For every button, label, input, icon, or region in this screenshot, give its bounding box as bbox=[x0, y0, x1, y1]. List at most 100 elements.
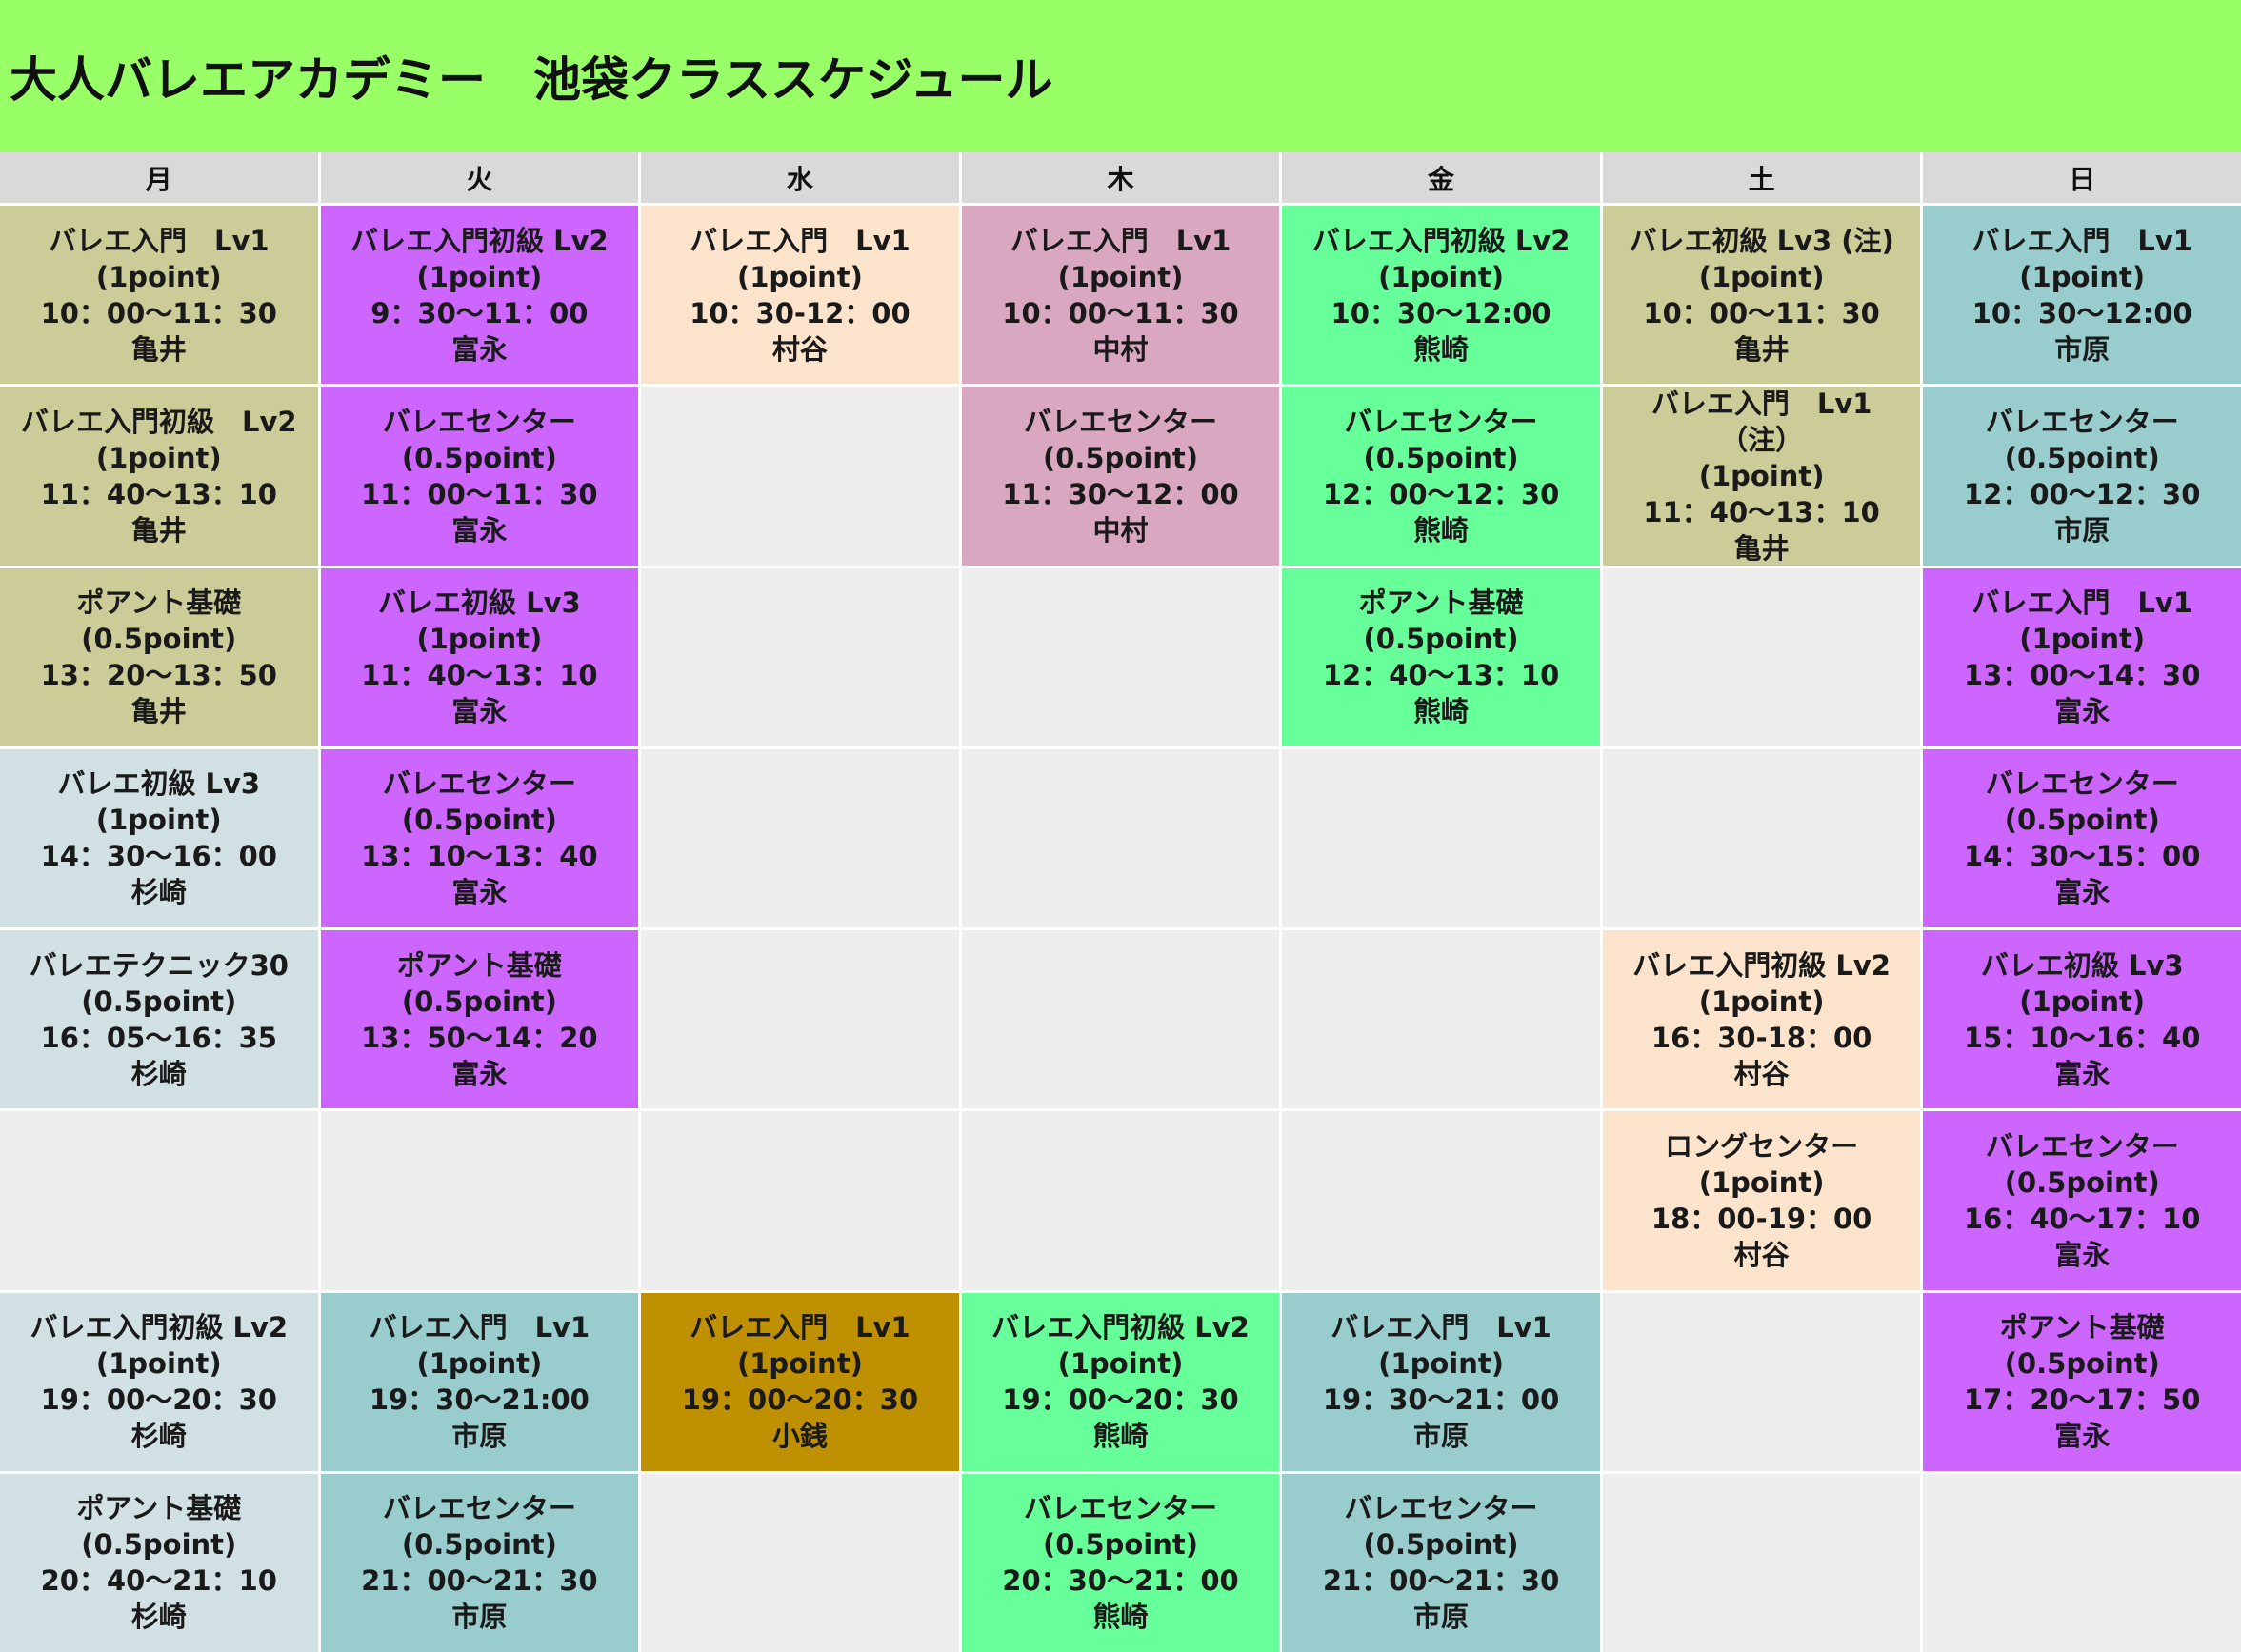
class-line: 村谷 bbox=[1733, 1057, 1790, 1090]
class-line: (1point) bbox=[1698, 985, 1825, 1018]
class-line: (1point) bbox=[95, 1347, 222, 1381]
class-line: 13：10〜13：40 bbox=[361, 840, 598, 873]
class-line: 10：30〜12:00 bbox=[1331, 296, 1551, 329]
class-line: (1point) bbox=[95, 441, 222, 474]
empty-cell bbox=[0, 1111, 318, 1290]
class-line: (0.5point) bbox=[401, 1528, 557, 1562]
class-line: 19：00〜20：30 bbox=[1002, 1383, 1239, 1417]
class-line: 17：20〜17：50 bbox=[1963, 1383, 2201, 1417]
class-line: 富永 bbox=[2054, 1238, 2111, 1271]
class-line: バレエセンター bbox=[1985, 767, 2179, 801]
empty-cell bbox=[1923, 1473, 2241, 1652]
class-line: バレエ入門 Lv1 bbox=[1971, 587, 2192, 620]
class-line: ポアント基礎 bbox=[1358, 587, 1524, 620]
class-line: 村谷 bbox=[771, 332, 828, 366]
class-line: 19：00〜20：30 bbox=[681, 1383, 919, 1417]
class-line: 9：30〜11：00 bbox=[370, 296, 589, 329]
class-line: バレエ初級 Lv3 bbox=[1980, 948, 2184, 982]
class-line: 富永 bbox=[2054, 1057, 2111, 1090]
class-line: (1point) bbox=[2019, 623, 2146, 656]
class-line: 11：00〜11：30 bbox=[361, 477, 598, 510]
empty-cell bbox=[1282, 748, 1600, 927]
class-line: 富永 bbox=[451, 332, 508, 366]
class-line: (1point) bbox=[416, 1347, 543, 1381]
class-line: バレエセンター bbox=[1023, 1492, 1217, 1525]
class-line: (0.5point) bbox=[2004, 1347, 2160, 1381]
day-header: 水 bbox=[641, 152, 959, 203]
class-line: 19：30〜21：00 bbox=[1322, 1383, 1560, 1417]
empty-cell bbox=[1602, 748, 1921, 927]
class-line: バレエ入門 Lv1 bbox=[1010, 224, 1231, 257]
class-line: (0.5point) bbox=[1363, 623, 1519, 656]
class-line: 20：40〜21：10 bbox=[40, 1564, 277, 1598]
class-line: 10：30〜12:00 bbox=[1971, 296, 2192, 329]
page-title: 大人バレエアカデミー 池袋クラススケジュール bbox=[0, 0, 2241, 152]
class-line: バレエ入門初級 Lv2 bbox=[350, 224, 609, 257]
class-line: 富永 bbox=[451, 695, 508, 728]
day-header: 木 bbox=[961, 152, 1280, 203]
class-line: ポアント基礎 bbox=[76, 1492, 242, 1525]
empty-cell bbox=[1602, 1473, 1921, 1652]
class-line: (0.5point) bbox=[81, 1528, 237, 1562]
class-line: 21：00〜21：30 bbox=[1322, 1564, 1560, 1598]
class-line: 19：00〜20：30 bbox=[40, 1383, 277, 1417]
class-line: 21：00〜21：30 bbox=[361, 1564, 598, 1598]
class-line: ポアント基礎 bbox=[396, 948, 562, 982]
class-line: (1point) bbox=[1057, 1347, 1184, 1381]
class-line: 13：50〜14：20 bbox=[361, 1021, 598, 1054]
class-line: (1point) bbox=[1698, 1165, 1825, 1199]
class-line: (0.5point) bbox=[401, 804, 557, 837]
day-header: 火 bbox=[320, 152, 639, 203]
class-line: 熊崎 bbox=[1092, 1420, 1149, 1453]
class-line: 市原 bbox=[2054, 332, 2111, 366]
empty-cell bbox=[961, 748, 1280, 927]
class-line: 中村 bbox=[1092, 332, 1149, 366]
class-line: 10：30-12：00 bbox=[690, 296, 910, 329]
class-line: 11：30〜12：00 bbox=[1002, 477, 1239, 510]
class-line: 10：00〜11：30 bbox=[1002, 296, 1239, 329]
class-line: 19：30〜21:00 bbox=[369, 1383, 590, 1417]
class-line: 富永 bbox=[2054, 695, 2111, 728]
class-line: (0.5point) bbox=[1042, 1528, 1198, 1562]
class-line: (1point) bbox=[2019, 260, 2146, 293]
class-line: 市原 bbox=[451, 1601, 508, 1634]
class-line: バレエ初級 Lv3 bbox=[57, 767, 261, 801]
class-line: バレエセンター bbox=[1344, 1492, 1538, 1525]
class-line: 小銭 bbox=[771, 1420, 828, 1453]
class-line: バレエ入門 Lv1 bbox=[1331, 1311, 1551, 1344]
class-line: 中村 bbox=[1092, 513, 1149, 547]
class-line: 14：30〜15：00 bbox=[1963, 840, 2201, 873]
class-line: バレエセンター bbox=[382, 767, 576, 801]
class-line: 20：30〜21：00 bbox=[1002, 1564, 1239, 1598]
empty-cell bbox=[641, 387, 959, 566]
class-line: (1point) bbox=[416, 260, 543, 293]
class-line: 亀井 bbox=[130, 513, 187, 547]
class-line: (1point) bbox=[95, 260, 222, 293]
class-line: 熊崎 bbox=[1413, 513, 1470, 547]
day-header: 金 bbox=[1282, 152, 1600, 203]
class-line: (0.5point) bbox=[2004, 441, 2160, 474]
empty-cell bbox=[641, 1111, 959, 1290]
class-line: 村谷 bbox=[1733, 1238, 1790, 1271]
class-line: 11：40〜13：10 bbox=[1643, 495, 1880, 528]
class-line: (1point) bbox=[1057, 260, 1184, 293]
class-line: バレエセンター bbox=[1985, 405, 2179, 438]
class-line: ポアント基礎 bbox=[1999, 1311, 2165, 1344]
class-line: 市原 bbox=[1413, 1420, 1470, 1453]
